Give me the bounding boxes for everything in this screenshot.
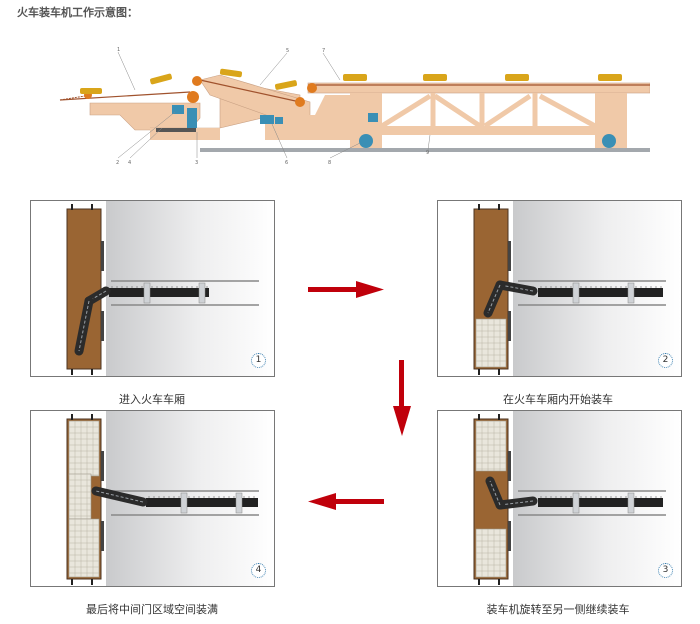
wagon-coupling	[498, 579, 500, 585]
loader-arm-edge	[499, 500, 534, 506]
wagon-door	[101, 451, 104, 481]
ground-rail	[200, 148, 650, 152]
roller	[187, 91, 199, 103]
wagon-door	[101, 311, 104, 341]
callout-label: 8	[328, 160, 331, 166]
wagon-coupling	[71, 414, 73, 420]
boom-carriage	[180, 492, 188, 514]
callout-lines	[117, 51, 431, 159]
wagon-coupling	[71, 204, 73, 210]
wagon-coupling	[478, 204, 480, 210]
loader-arm-edge	[499, 284, 534, 292]
loader-boom	[109, 288, 209, 297]
motors	[172, 105, 616, 148]
step-caption-4: 最后将中间门区域空间装满	[86, 603, 218, 616]
boom-carriage	[572, 282, 580, 304]
tail-lead	[59, 95, 86, 101]
step-panel-4: 4	[30, 410, 275, 587]
boom-carriage	[143, 282, 151, 304]
boom-carriage	[627, 492, 635, 514]
loader-arm-edge	[95, 490, 144, 503]
step-caption-2: 在火车车厢内开始装车	[503, 393, 613, 406]
boom-carriage	[627, 282, 635, 304]
wagon-coupling	[478, 579, 480, 585]
base-skid	[156, 128, 196, 132]
roller	[192, 76, 202, 86]
cargo-block	[68, 420, 100, 477]
wagon-coupling	[498, 414, 500, 420]
arrow-left-icon	[308, 493, 384, 510]
arrow-down-icon	[393, 360, 411, 436]
loader-boom	[146, 498, 258, 507]
step-illustration	[473, 411, 681, 586]
boom-carriage	[198, 282, 206, 304]
middle-support	[265, 95, 350, 140]
truss-bottom-chord	[350, 126, 627, 135]
arrow-right-icon	[308, 281, 384, 298]
boom-carriage	[235, 492, 243, 514]
callout-label: 1	[117, 47, 120, 53]
wagon-coupling	[91, 414, 93, 420]
step-panel-1: 1	[30, 200, 275, 377]
step-illustration	[66, 201, 274, 376]
step-illustration	[473, 201, 681, 376]
boom-carriage	[572, 492, 580, 514]
wagon-door	[101, 241, 104, 271]
wagon-door	[508, 521, 511, 551]
step-number-badge: 3	[658, 563, 673, 578]
wagon-coupling	[498, 369, 500, 375]
wagon-coupling	[91, 204, 93, 210]
wagon-coupling	[478, 369, 480, 375]
incline-belt	[199, 79, 301, 103]
overview-diagram: 1 5 7 2 4 3 6 8 9	[59, 47, 650, 166]
cargo-block	[475, 420, 507, 472]
callout-label: 9	[426, 150, 429, 156]
wagon-coupling	[91, 579, 93, 585]
step-illustration	[66, 411, 274, 586]
callout-label: 7	[322, 48, 325, 54]
loader-arm-edge	[489, 480, 501, 506]
idler-covers	[80, 68, 622, 94]
wagon-door	[508, 311, 511, 341]
wagon-coupling	[71, 579, 73, 585]
roller	[295, 97, 305, 107]
step-caption-1: 进入火车车厢	[119, 393, 185, 406]
loader-arm-edge	[78, 300, 90, 352]
step-number-badge: 1	[251, 353, 266, 368]
step-number-badge: 4	[251, 563, 266, 578]
wagon-door	[508, 451, 511, 481]
cargo-block	[68, 473, 92, 520]
loader-arm-edge	[487, 284, 501, 314]
loader-boom	[538, 288, 663, 297]
truss-members	[380, 93, 597, 129]
wagon-coupling	[71, 369, 73, 375]
wagon-door	[101, 521, 104, 551]
wagon-coupling	[498, 204, 500, 210]
cargo-block	[68, 518, 100, 578]
callout-label: 4	[128, 160, 131, 166]
callout-label: 3	[195, 160, 198, 166]
loader-boom	[538, 498, 663, 507]
callout-label: 5	[286, 48, 289, 54]
wagon-door	[508, 241, 511, 271]
page-title: 火车装车机工作示意图：	[17, 6, 138, 19]
tail-belt	[59, 91, 191, 101]
wagon-coupling	[478, 414, 480, 420]
step-number-badge: 2	[658, 353, 673, 368]
step-caption-3: 装车机旋转至另一侧继续装车	[486, 603, 630, 616]
roller	[307, 83, 317, 93]
step-panel-3: 3	[437, 410, 682, 587]
callout-label: 6	[285, 160, 288, 166]
step-panel-2: 2	[437, 200, 682, 377]
callout-label: 2	[116, 160, 119, 166]
wagon-coupling	[91, 369, 93, 375]
